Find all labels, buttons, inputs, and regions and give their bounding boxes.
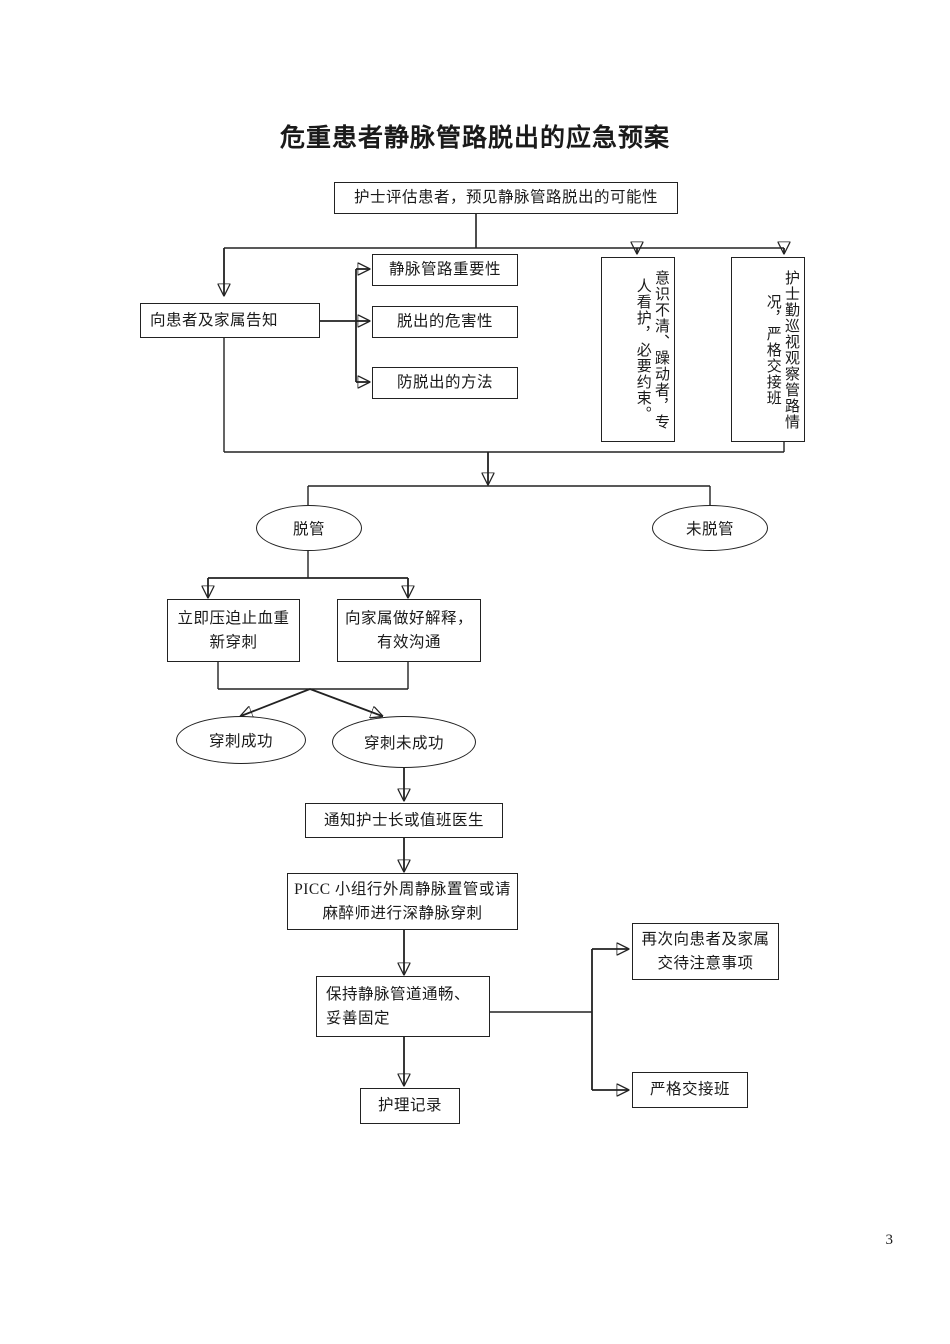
node-handover-label: 严格交接班 xyxy=(649,1081,730,1099)
node-compress[interactable]: 立即压迫止血重新穿刺 xyxy=(167,599,300,662)
node-maintain-label: 保持静脉管道通畅、妥善固定 xyxy=(326,986,471,1027)
node-rounds-label: 护士勤巡视观察管路情况，严格交接班 xyxy=(764,269,799,430)
node-compress-label: 立即压迫止血重新穿刺 xyxy=(177,610,290,651)
node-dislodged-label: 脱管 xyxy=(292,521,325,538)
node-importance-label: 静脉管路重要性 xyxy=(388,261,501,279)
node-record[interactable]: 护理记录 xyxy=(360,1088,460,1124)
node-harm[interactable]: 脱出的危害性 xyxy=(372,306,518,338)
node-assess[interactable]: 护士评估患者，预见静脉管路脱出的可能性 xyxy=(334,182,678,214)
node-not-dislodged[interactable]: 未脱管 xyxy=(652,505,768,551)
node-puncture-fail-label: 穿刺未成功 xyxy=(363,735,444,752)
node-record-label: 护理记录 xyxy=(377,1097,442,1115)
node-rounds[interactable]: 护士勤巡视观察管路情况，严格交接班 xyxy=(731,257,805,442)
node-puncture-success-label: 穿刺成功 xyxy=(208,733,273,750)
node-puncture-success[interactable]: 穿刺成功 xyxy=(176,716,306,764)
node-explain[interactable]: 向家属做好解释，有效沟通 xyxy=(337,599,481,662)
node-handover[interactable]: 严格交接班 xyxy=(632,1072,748,1108)
page-number: 3 xyxy=(885,1232,894,1248)
node-picc[interactable]: PICC 小组行外周静脉置管或请麻醉师进行深静脉穿刺 xyxy=(287,873,518,930)
node-picc-label: PICC 小组行外周静脉置管或请麻醉师进行深静脉穿刺 xyxy=(294,881,511,922)
node-puncture-fail[interactable]: 穿刺未成功 xyxy=(332,716,476,768)
node-notify[interactable]: 通知护士长或值班医生 xyxy=(305,803,503,838)
node-assess-label: 护士评估患者，预见静脉管路脱出的可能性 xyxy=(353,189,658,207)
node-restraint[interactable]: 意识不清、躁动者，专人看护，必要约束。 xyxy=(601,257,675,442)
page-title: 危重患者静脉管路脱出的应急预案 xyxy=(279,124,670,152)
node-inform-label: 向患者及家属告知 xyxy=(150,311,279,329)
node-inform[interactable]: 向患者及家属告知 xyxy=(140,303,320,338)
node-not-dislodged-label: 未脱管 xyxy=(685,521,734,538)
node-dislodged[interactable]: 脱管 xyxy=(256,505,362,551)
node-prevention[interactable]: 防脱出的方法 xyxy=(372,367,518,399)
node-restraint-label: 意识不清、躁动者，专人看护，必要约束。 xyxy=(634,269,669,430)
node-harm-label: 脱出的危害性 xyxy=(396,313,493,331)
node-prevention-label: 防脱出的方法 xyxy=(396,374,493,392)
node-reinform-label: 再次向患者及家属交待注意事项 xyxy=(641,931,770,972)
node-notify-label: 通知护士长或值班医生 xyxy=(323,811,484,829)
node-reinform[interactable]: 再次向患者及家属交待注意事项 xyxy=(632,923,779,980)
node-importance[interactable]: 静脉管路重要性 xyxy=(372,254,518,286)
node-maintain[interactable]: 保持静脉管道通畅、妥善固定 xyxy=(316,976,490,1037)
node-explain-label: 向家属做好解释，有效沟通 xyxy=(344,610,473,651)
